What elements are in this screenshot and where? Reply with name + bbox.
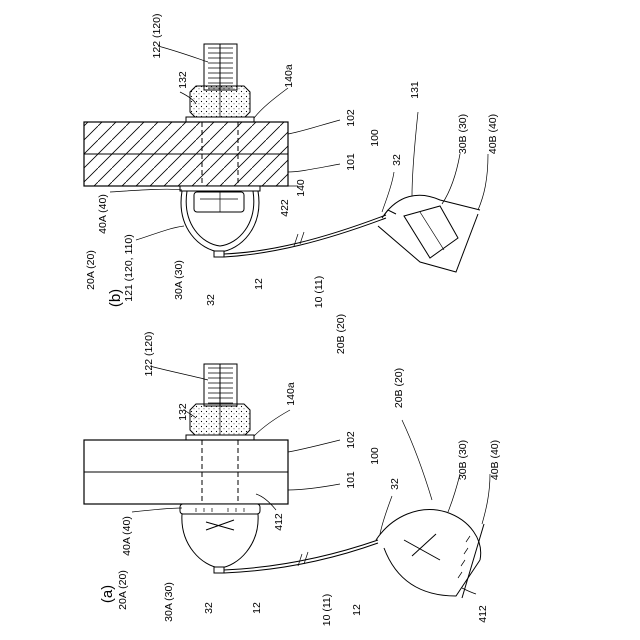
label-b-washer: 140a: [283, 64, 295, 88]
panel-b-tag: (b): [107, 289, 124, 307]
label-b-cap-b-assembly: 20B (20): [335, 314, 347, 354]
leader-line: [136, 226, 184, 240]
label-b-nut: 132: [177, 71, 189, 89]
leader-line: [402, 420, 432, 500]
cap-b-b: [378, 195, 480, 272]
bolt-a: [204, 364, 237, 406]
leader-line: [442, 154, 460, 204]
label-b-plate-lower: 101: [345, 153, 357, 171]
leader-line: [158, 46, 208, 62]
label-b-hook-a: 32: [205, 294, 217, 306]
label-b-plate-group: 100: [369, 129, 381, 147]
leader-line: [412, 112, 418, 196]
label-layer: (b) 20A (20) 40A (40) 121 (120, 110) 30A (30…: [85, 14, 501, 627]
label-b-cover-body: 30A (30): [173, 260, 185, 300]
label-b-cap-b-rim: 40B (40): [487, 114, 499, 154]
label-b-washer-lower: 140: [295, 179, 307, 197]
cover-a-b: [181, 191, 259, 257]
label-a-fins-a: 412: [273, 513, 285, 531]
label-b-lip: 422: [279, 199, 291, 217]
leader-line: [254, 88, 288, 118]
label-b-bolt-group: 121 (120, 110): [123, 234, 135, 302]
label-a-eyelet-b: 12: [351, 604, 363, 616]
label-a-cover-rim: 40A (40): [121, 516, 133, 556]
label-a-hook-b: 32: [389, 478, 401, 490]
nut-a: [190, 404, 250, 436]
label-a-cap-b-assembly: 20B (20): [393, 368, 405, 408]
washer-b: [186, 117, 254, 122]
label-a-cap-b-rim: 40B (40): [489, 440, 501, 480]
leader-line: [254, 410, 290, 436]
washer-a: [186, 435, 254, 440]
panel-a: [84, 364, 484, 598]
label-a-cover-body: 30A (30): [163, 582, 175, 622]
label-a-bolt: 122 (120): [143, 332, 155, 377]
plate-b: [84, 122, 288, 186]
cap-b-a: [376, 510, 484, 598]
label-a-plate-upper: 102: [345, 431, 357, 449]
leader-line: [478, 154, 488, 210]
label-b-plate-upper: 102: [345, 109, 357, 127]
label-b-clip: 131: [409, 81, 421, 99]
cover-a-a: [180, 504, 260, 573]
leader-line: [288, 120, 340, 134]
label-b-bolt: 122 (120): [151, 14, 163, 59]
label-b-hook-b: 32: [391, 154, 403, 166]
label-b-eyelet-a: 12: [253, 278, 265, 290]
panel-a-tag: (a): [99, 585, 116, 603]
bolt-b: [204, 44, 237, 90]
label-b-cap-assembly: 20A (20): [85, 250, 97, 290]
leader-line: [110, 189, 182, 192]
label-a-eyelet-a: 12: [251, 602, 263, 614]
leader-line: [288, 164, 340, 172]
label-a-fins-b: 412: [477, 605, 489, 623]
label-b-cap-b-body: 30B (30): [457, 114, 469, 154]
nut-b: [190, 86, 250, 118]
leader-line: [288, 440, 340, 452]
leader-line: [288, 484, 340, 490]
leader-line: [448, 474, 460, 512]
label-a-plate-group: 100: [369, 447, 381, 465]
label-a-cap-assembly: 20A (20): [117, 570, 129, 610]
wire-a: [224, 540, 378, 573]
label-a-washer: 140a: [285, 382, 297, 406]
label-a-plate-lower: 101: [345, 471, 357, 489]
label-a-cap-b-body: 30B (30): [457, 440, 469, 480]
leader-line: [482, 474, 490, 524]
washer-lower-b: [180, 186, 260, 191]
label-a-hook-a: 32: [203, 602, 215, 614]
label-b-cover-rim: 40A (40): [97, 194, 109, 234]
label-a-wire: 10 (11): [321, 594, 333, 627]
leader-line: [132, 508, 182, 512]
leader-line: [150, 366, 208, 380]
label-b-wire: 10 (11): [313, 276, 325, 309]
